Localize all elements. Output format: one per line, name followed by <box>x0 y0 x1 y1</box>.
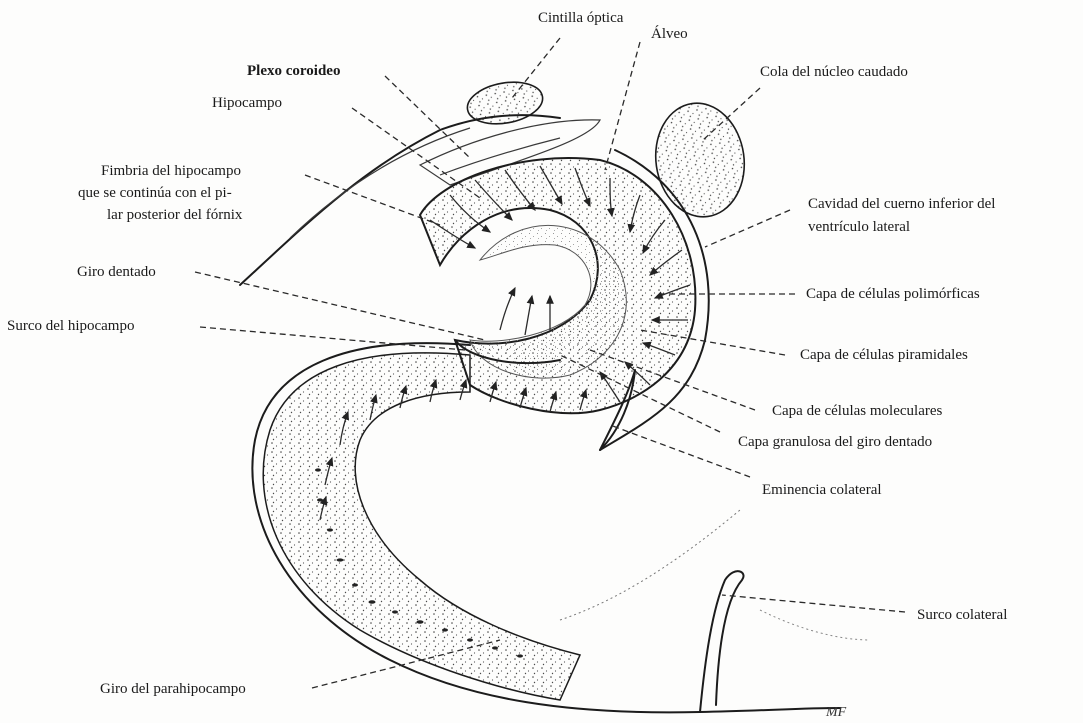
optic-tract-shape <box>464 77 546 130</box>
label-fimbria-2: que se continúa con el pi- <box>78 185 232 201</box>
drawing <box>240 77 870 713</box>
label-giro-dentado: Giro dentado <box>77 264 156 280</box>
label-giro-parahipocampo: Giro del parahipocampo <box>100 681 246 697</box>
label-alveo: Álveo <box>651 25 688 42</box>
label-fimbria-3: lar posterior del fórnix <box>107 207 243 223</box>
label-plexo-coroideo: Plexo coroideo <box>247 63 340 79</box>
label-capa-moleculares: Capa de células moleculares <box>772 403 943 419</box>
label-fimbria-1: Fimbria del hipocampo <box>101 163 241 179</box>
label-capa-piramidales: Capa de células piramidales <box>800 347 968 363</box>
label-cavidad-1: Cavidad del cuerno inferior del <box>808 196 995 212</box>
label-surco-colateral: Surco colateral <box>917 607 1007 623</box>
label-surco-hipocampo: Surco del hipocampo <box>7 318 134 334</box>
dentate-rays <box>500 288 550 335</box>
label-cintilla-optica: Cintilla óptica <box>538 10 624 26</box>
label-capa-granulosa: Capa granulosa del giro dentado <box>738 434 932 450</box>
label-eminencia-colateral: Eminencia colateral <box>762 482 882 498</box>
label-cola-nucleo-caudado: Cola del núcleo caudado <box>760 64 908 80</box>
artist-signature: MF <box>825 705 847 720</box>
label-hipocampo: Hipocampo <box>212 95 282 111</box>
collateral-sulcus-line <box>700 571 744 712</box>
label-capa-polimorficas: Capa de células polimórficas <box>806 286 980 302</box>
label-cavidad-2: ventrículo lateral <box>808 219 910 235</box>
